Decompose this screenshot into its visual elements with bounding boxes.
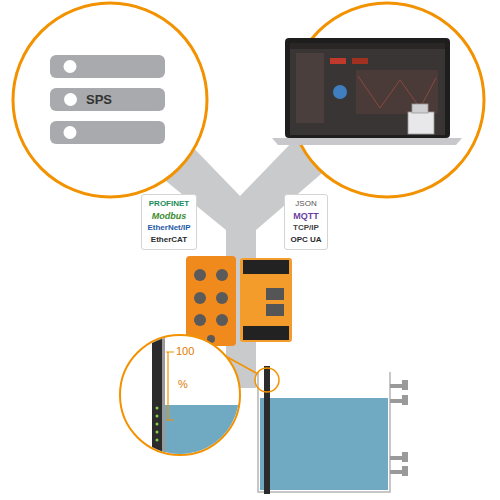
- server-label: SPS: [50, 88, 165, 111]
- io-module: [240, 258, 292, 342]
- server-bar: [50, 55, 165, 78]
- io-module: [186, 256, 236, 346]
- sps-circle: [13, 3, 207, 197]
- protocol-logo: TCP/IP: [290, 222, 322, 234]
- data-path-y: [150, 136, 328, 388]
- protocol-logo: JSON: [290, 198, 322, 210]
- scale-value: 100: [176, 345, 194, 357]
- tank: [255, 366, 408, 494]
- magnified-sensor: [152, 330, 250, 470]
- protocol-logo: MQTT: [290, 210, 322, 222]
- protocol-logo: PROFINET: [147, 198, 191, 210]
- scale-unit: %: [178, 378, 188, 390]
- server-bar: [50, 121, 165, 144]
- server-led: [64, 126, 77, 139]
- protocol-logo: EtherNet/IP: [147, 222, 191, 234]
- laptop: [272, 38, 462, 145]
- sps-server-bar: SPS: [50, 88, 165, 111]
- it-protocol-box: JSONMQTTTCP/IPOPC UA: [284, 194, 328, 250]
- server-led: [64, 93, 77, 106]
- fieldbus-box: PROFINETModbusEtherNet/IPEtherCAT: [141, 194, 197, 250]
- protocol-logo: Modbus: [147, 210, 191, 222]
- laptop-circle: [290, 3, 484, 197]
- protocol-logo: EtherCAT: [147, 234, 191, 246]
- server-led: [64, 60, 77, 73]
- protocol-logo: OPC UA: [290, 234, 322, 246]
